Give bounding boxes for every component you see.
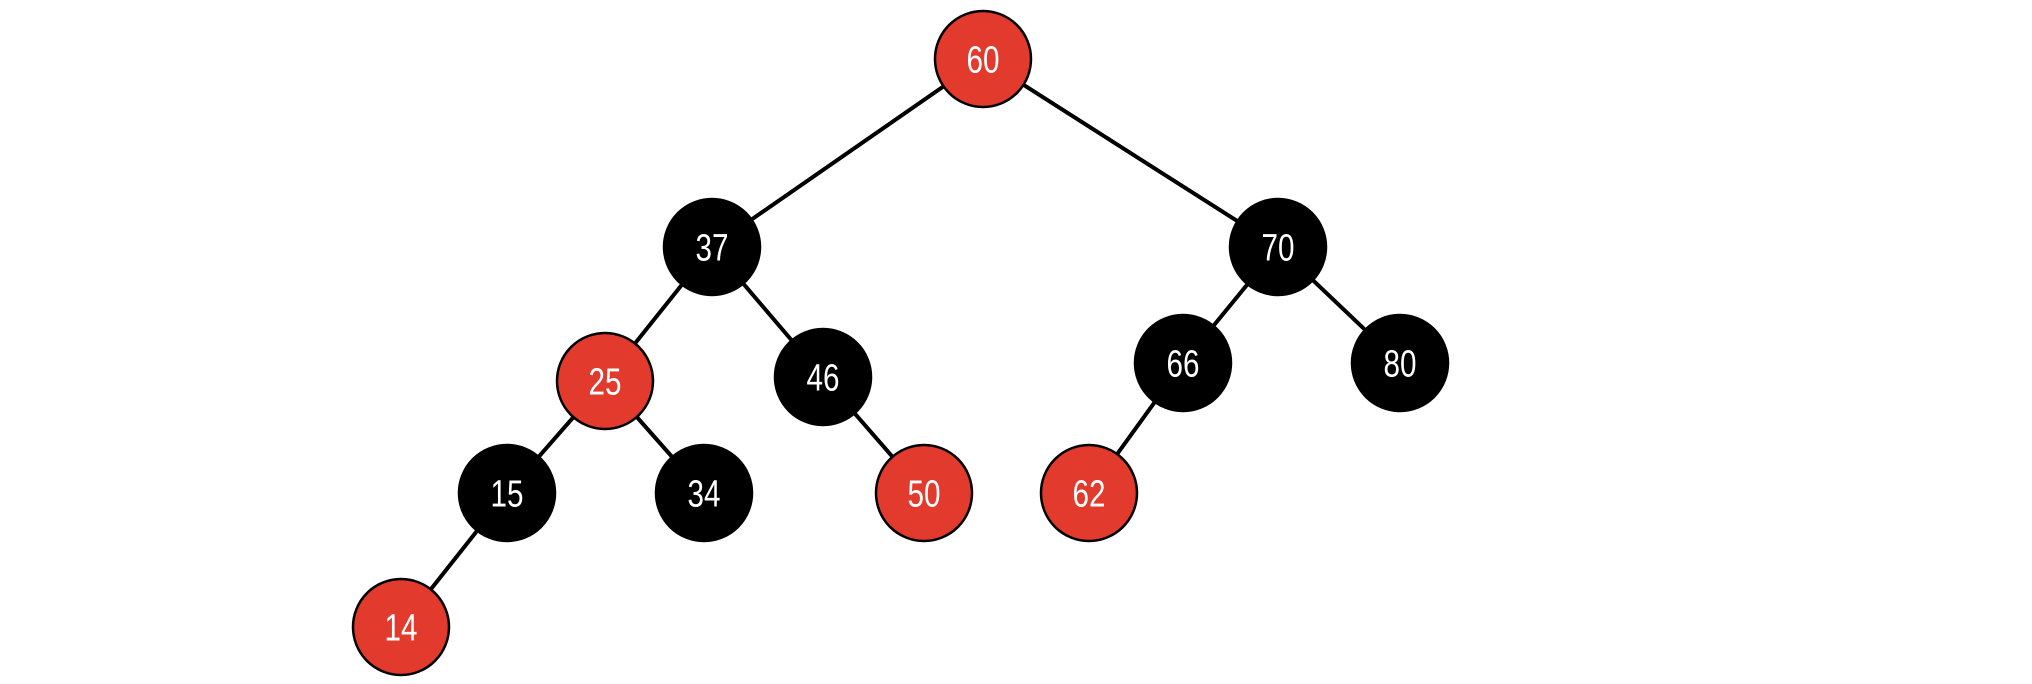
node-label-37: 37 [696,227,729,269]
node-label-50: 50 [908,473,941,515]
tree-node-34: 34 [654,443,754,543]
node-label-62: 62 [1073,473,1106,515]
node-label-66: 66 [1167,343,1200,385]
tree-node-25: 25 [555,331,655,431]
tree-node-46: 46 [773,327,873,427]
node-label-46: 46 [807,357,840,399]
node-circle-70 [1228,197,1328,297]
node-circle-34 [654,443,754,543]
tree-edge-60-70 [981,57,1280,249]
node-circle-37 [662,197,762,297]
tree-node-60: 60 [933,9,1033,109]
node-circle-46 [773,327,873,427]
node-circle-15 [457,443,557,543]
tree-node-14: 14 [351,577,451,677]
node-circle-50 [874,443,974,543]
node-circle-66 [1133,313,1233,413]
node-label-34: 34 [688,473,721,515]
node-circle-14 [351,577,451,677]
tree-node-15: 15 [457,443,557,543]
node-circle-25 [555,331,655,431]
node-label-25: 25 [589,361,622,403]
tree-node-66: 66 [1133,313,1233,413]
tree-node-70: 70 [1228,197,1328,297]
node-label-80: 80 [1384,343,1417,385]
node-label-60: 60 [967,39,1000,81]
tree-node-50: 50 [874,443,974,543]
node-circle-80 [1350,313,1450,413]
tree-node-62: 62 [1039,443,1139,543]
tree-node-37: 37 [662,197,762,297]
node-circle-62 [1039,443,1139,543]
node-circle-60 [933,9,1033,109]
tree-node-80: 80 [1350,313,1450,413]
node-label-14: 14 [385,607,418,649]
node-label-70: 70 [1262,227,1295,269]
tree-edge-60-37 [710,57,985,249]
node-label-15: 15 [491,473,524,515]
